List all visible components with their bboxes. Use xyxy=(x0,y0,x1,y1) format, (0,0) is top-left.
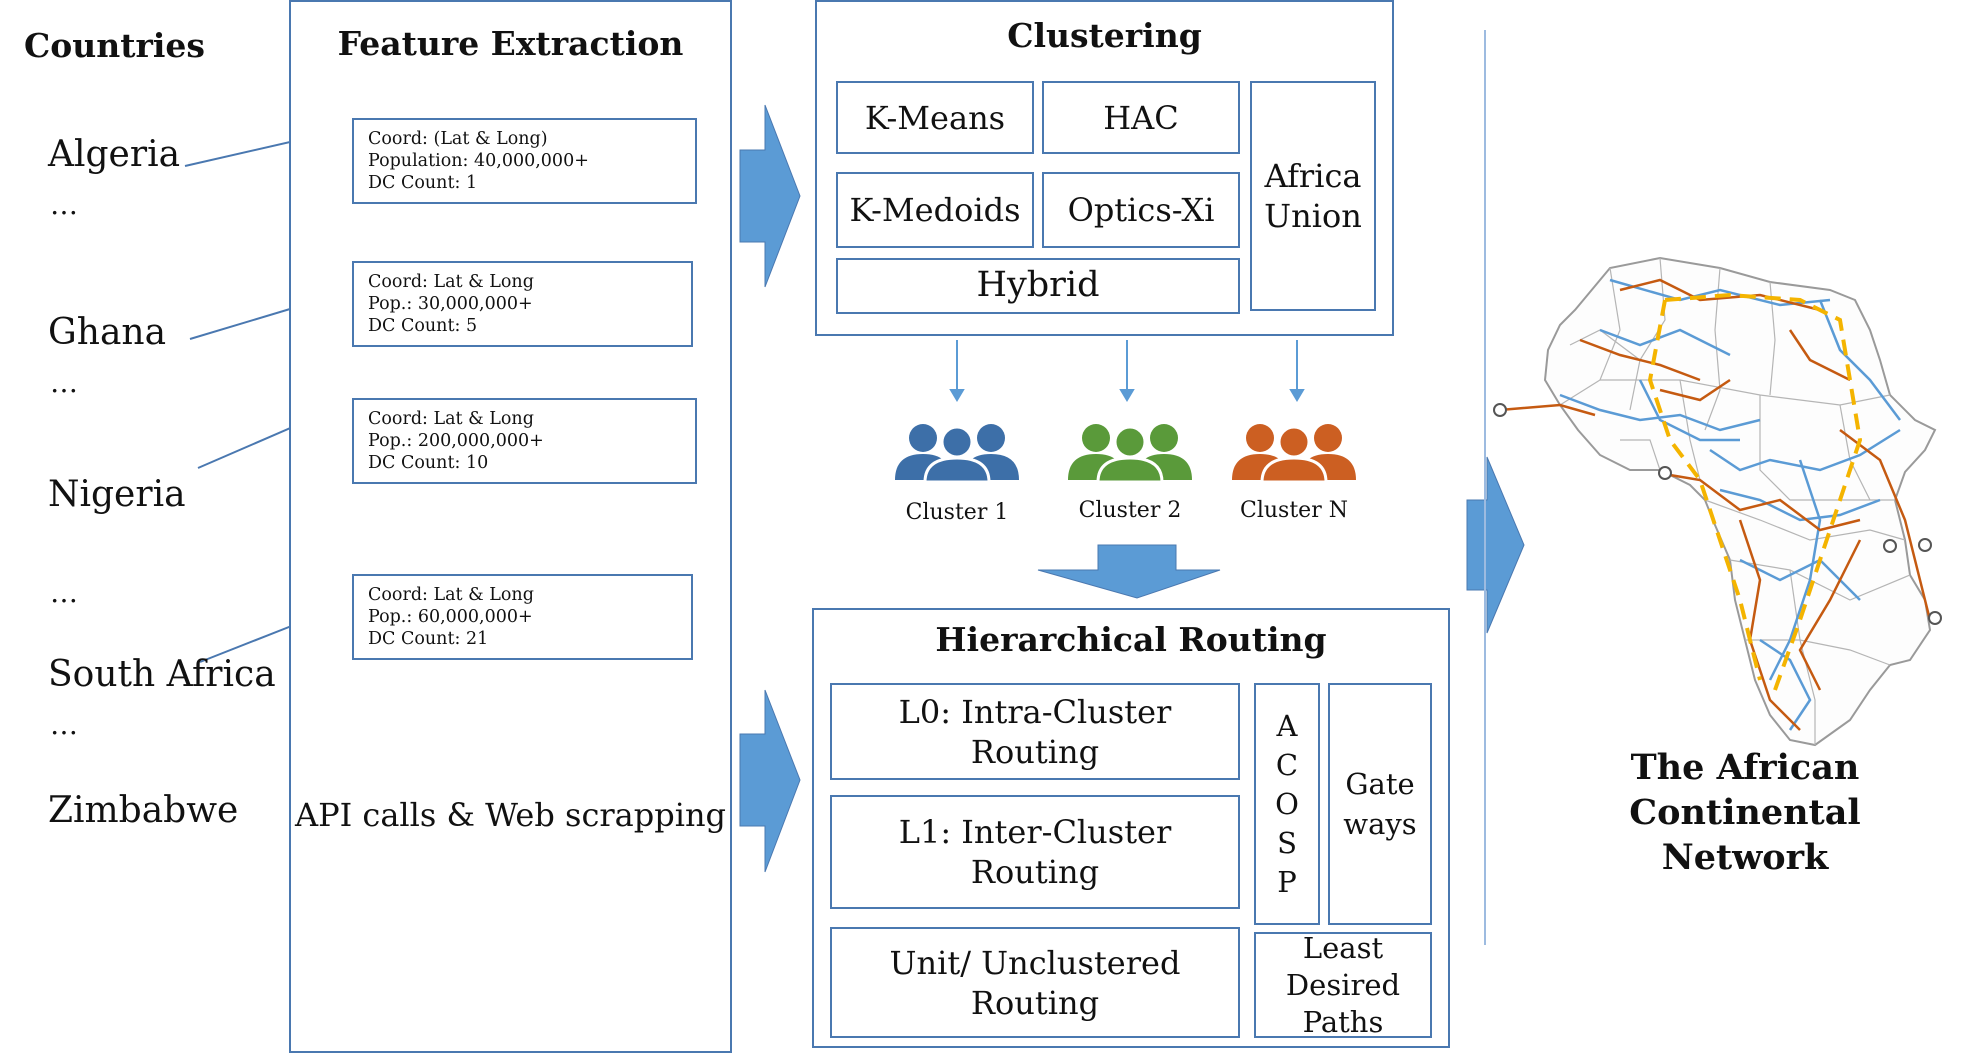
card-population: Pop.: 30,000,000+ xyxy=(368,294,533,314)
api-scraping-label: API calls & Web scrapping xyxy=(294,796,727,834)
country-south-africa: South Africa xyxy=(48,654,276,695)
clustering-title: Clustering xyxy=(1007,16,1202,55)
gadm-label: GADM Data xyxy=(337,906,483,994)
gadm-label-line2: Data xyxy=(364,951,456,992)
route-gold-backbone xyxy=(1647,292,1863,691)
card-population: Population: 40,000,000+ xyxy=(368,151,589,171)
network-title-line1: The African xyxy=(1630,747,1860,788)
card-coord: Coord: Lat & Long xyxy=(368,409,534,429)
arrow-features-to-clustering xyxy=(739,104,801,288)
acosp-letter: C xyxy=(1275,747,1299,782)
ellipsis-2: … xyxy=(50,366,80,399)
feature-card-algeria: Coord: (Lat & Long) Population: 40,000,0… xyxy=(352,118,697,204)
arrow-features-to-routing xyxy=(739,689,801,873)
card-dc-count: DC Count: 21 xyxy=(368,629,489,649)
acosp-letter: S xyxy=(1277,825,1297,860)
method-hac: HAC xyxy=(1042,81,1240,154)
cluster-output-arrows xyxy=(949,340,1305,402)
least-line1: Least xyxy=(1302,930,1384,965)
gateways-line2: ways xyxy=(1343,807,1417,841)
network-title-line3: Network xyxy=(1661,837,1829,878)
arrow-clusters-to-routing xyxy=(1037,544,1221,599)
gateways-box: Gate ways xyxy=(1328,683,1432,925)
least-line2: Desired xyxy=(1285,967,1401,1002)
ellipsis-3: … xyxy=(50,576,80,609)
cluster-n-icon xyxy=(1232,424,1356,484)
country-zimbabwe: Zimbabwe xyxy=(48,790,239,831)
gateway-nodes xyxy=(1493,403,1942,625)
least-line3: Paths xyxy=(1302,1004,1384,1039)
ellipsis-1: … xyxy=(50,188,80,221)
card-coord: Coord: Lat & Long xyxy=(368,585,534,605)
route-l0: L0: Intra-Cluster Routing xyxy=(830,683,1240,780)
cluster-2-icon xyxy=(1068,424,1192,484)
card-dc-count: DC Count: 10 xyxy=(368,453,489,473)
card-dc-count: DC Count: 5 xyxy=(368,316,478,336)
card-coord: Coord: (Lat & Long) xyxy=(368,129,548,149)
feature-extraction-panel xyxy=(289,0,732,1053)
clustering-panel xyxy=(815,0,1394,336)
cluster-2-label: Cluster 2 xyxy=(1078,498,1182,523)
cluster-1-icon xyxy=(895,424,1019,484)
ellipsis-4: … xyxy=(50,708,80,741)
method-hybrid: Hybrid xyxy=(836,258,1240,314)
feature-extraction-title: Feature Extraction xyxy=(337,24,684,63)
country-nigeria: Nigeria xyxy=(48,474,186,515)
method-optics-xi: Optics-Xi xyxy=(1042,172,1240,248)
cluster-1-label: Cluster 1 xyxy=(905,500,1009,525)
africa-union-line1: Africa xyxy=(1264,157,1362,195)
network-title-line2: Continental xyxy=(1629,792,1861,833)
africa-union-line2: Union xyxy=(1264,197,1362,235)
acosp-letter: A xyxy=(1276,708,1298,743)
gateways-line1: Gate xyxy=(1345,767,1415,801)
feature-card-nigeria: Coord: Lat & Long Pop.: 200,000,000+ DC … xyxy=(352,398,697,484)
countries-heading: Countries xyxy=(24,26,206,65)
method-kmedoids: K-Medoids xyxy=(836,172,1034,248)
feature-card-south-africa: Coord: Lat & Long Pop.: 60,000,000+ DC C… xyxy=(352,574,693,660)
card-dc-count: DC Count: 1 xyxy=(368,173,478,193)
method-africa-union: Africa Union xyxy=(1250,81,1376,311)
card-population: Pop.: 200,000,000+ xyxy=(368,431,544,451)
routing-panel xyxy=(812,608,1450,1048)
card-population: Pop.: 60,000,000+ xyxy=(368,607,533,627)
acosp-box: A C O S P xyxy=(1254,683,1320,925)
country-ghana: Ghana xyxy=(48,312,167,353)
card-coord: Coord: Lat & Long xyxy=(368,272,534,292)
acosp-letter: P xyxy=(1277,864,1297,899)
acosp-letter: O xyxy=(1275,786,1299,821)
feature-card-ghana: Coord: Lat & Long Pop.: 30,000,000+ DC C… xyxy=(352,261,693,347)
method-kmeans: K-Means xyxy=(836,81,1034,154)
least-desired-paths-box: Least Desired Paths xyxy=(1254,930,1432,1039)
cluster-n-label: Cluster N xyxy=(1240,498,1348,523)
route-unit: Unit/ Unclustered Routing xyxy=(830,927,1240,1038)
country-algeria: Algeria xyxy=(48,134,181,175)
gadm-label-line1: GADM xyxy=(346,907,474,948)
network-title: The African Continental Network xyxy=(1615,745,1875,880)
routing-title: Hierarchical Routing xyxy=(935,620,1327,659)
africa-network-map xyxy=(1493,256,1942,747)
route-l1: L1: Inter-Cluster Routing xyxy=(830,795,1240,909)
arrow-routing-to-network xyxy=(1466,456,1525,634)
